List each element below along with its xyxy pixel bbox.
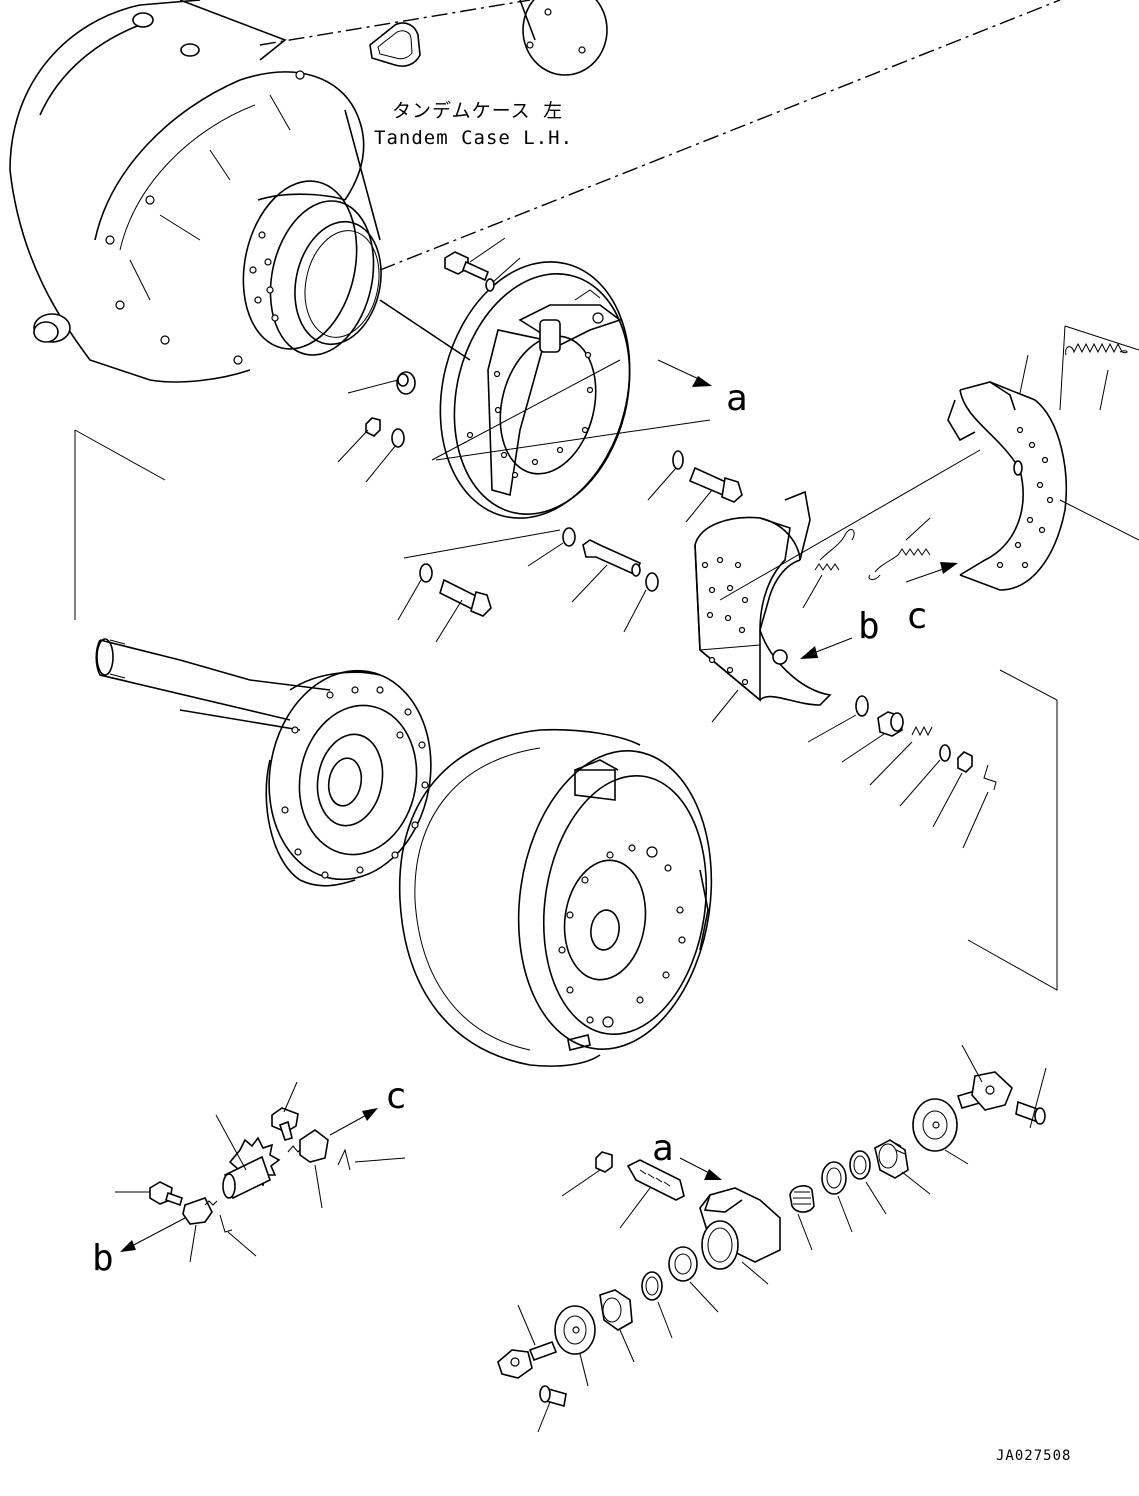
wheel-hub [265,669,432,887]
cotter-pin-adjuster [337,1148,351,1171]
return-spring-upper [802,529,855,609]
washer-adjuster [855,695,869,717]
wheel-cylinder-assembly [497,1044,1047,1433]
brake-drum [398,728,713,1067]
axle-shaft [95,638,331,731]
tandem-case [9,0,608,383]
washer-small [939,744,951,762]
nut-small [957,751,973,773]
spring-small [911,725,933,737]
callout-a-lower: a [652,1128,674,1169]
callout-c-lower: c [385,1076,407,1117]
callout-b-upper: b [858,606,880,647]
bushing [841,711,904,763]
cotter-pin-upper [983,764,997,791]
title-japanese: タンデムケース 左 [392,100,563,122]
cotter-pin-socket [219,1214,233,1233]
anchor-pin [571,539,641,603]
mounting-bolt-right [647,450,743,523]
callout-c-upper: c [906,596,928,637]
center-axis-upper [379,0,1061,271]
adjuster-assembly [115,1081,406,1263]
mounting-bolt-upper [444,237,521,292]
hex-nut-left [365,417,381,437]
washer-lower [419,563,433,583]
washer-pin [645,572,659,592]
title-english: Tandem Case L.H. [374,127,573,149]
drawing-code: JA027508 [996,1448,1071,1464]
return-spring-lower [868,517,931,580]
washer-left [391,428,405,448]
brake-shoe-rear [719,354,1068,601]
washer-mid [562,527,576,547]
callout-a-upper: a [726,378,748,419]
brake-backing-plate [379,261,711,519]
mounting-bolt-lower [435,578,492,643]
brake-shoe-front [694,490,832,723]
hold-down-spring [1059,325,1139,541]
callout-b-lower: b [92,1238,114,1279]
